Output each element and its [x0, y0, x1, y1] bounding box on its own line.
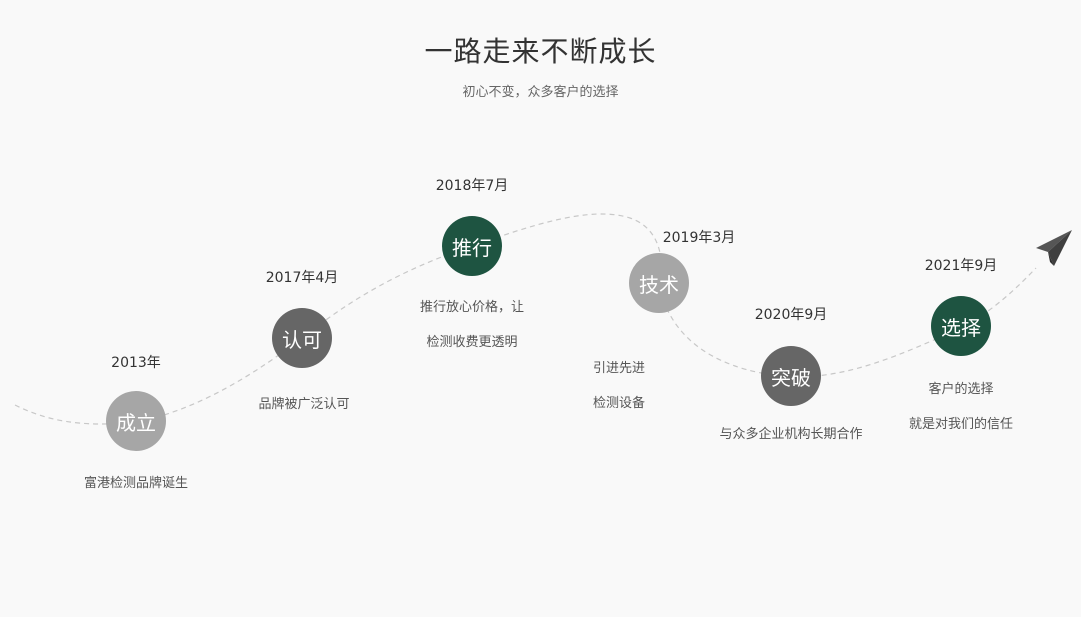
milestone-desc-2018: 推行放心价格，让 检测收费更透明: [420, 290, 524, 360]
milestone-label: 突破: [771, 365, 811, 390]
milestone-desc-line: 品牌被广泛认可: [258, 397, 350, 412]
milestone-label: 认可: [282, 327, 322, 352]
milestone-desc-2019: 引进先进 检测设备: [593, 351, 645, 421]
milestone-circle-establish[interactable]: 成立: [106, 391, 166, 451]
milestone-label: 推行: [452, 235, 492, 260]
milestone-desc-line: 客户的选择: [928, 382, 994, 397]
milestone-label: 技术: [639, 272, 679, 297]
milestone-circle-breakthrough[interactable]: 突破: [761, 346, 821, 406]
milestone-date-2018: 2018年7月: [435, 178, 509, 194]
milestone-desc-line: 与众多企业机构长期合作: [719, 427, 863, 442]
milestone-circle-technology[interactable]: 技术: [629, 253, 689, 313]
milestone-desc-line: 就是对我们的信任: [908, 417, 1014, 432]
page-title: 一路走来不断成长: [424, 35, 657, 68]
milestone-circle-recognition[interactable]: 认可: [272, 308, 332, 368]
milestone-circle-promote[interactable]: 推行: [442, 216, 502, 276]
milestone-date-2020: 2020年9月: [754, 307, 828, 323]
milestone-desc-2017: 品牌被广泛认可: [258, 387, 349, 422]
milestone-date-2013: 2013年: [111, 355, 161, 371]
milestone-desc-line: 推行放心价格，让: [419, 300, 525, 315]
milestone-desc-line: 引进先进: [592, 361, 646, 376]
milestone-desc-line: 富港检测品牌诞生: [83, 476, 189, 491]
milestone-desc-2013: 富港检测品牌诞生: [84, 466, 188, 501]
milestone-circle-choice[interactable]: 选择: [931, 296, 991, 356]
milestone-date-2017: 2017年4月: [265, 270, 339, 286]
milestone-date-2021: 2021年9月: [924, 258, 998, 274]
paper-plane-icon: [1036, 230, 1072, 266]
milestone-desc-line: 检测设备: [592, 396, 646, 411]
milestone-date-2019: 2019年3月: [662, 230, 736, 246]
milestone-desc-line: 检测收费更透明: [426, 335, 518, 350]
milestone-label: 选择: [941, 315, 981, 340]
milestone-desc-2020: 与众多企业机构长期合作: [719, 417, 862, 452]
page-subtitle: 初心不变，众多客户的选择: [462, 85, 619, 100]
milestone-label: 成立: [116, 410, 156, 435]
milestone-desc-2021: 客户的选择 就是对我们的信任: [909, 372, 1013, 442]
